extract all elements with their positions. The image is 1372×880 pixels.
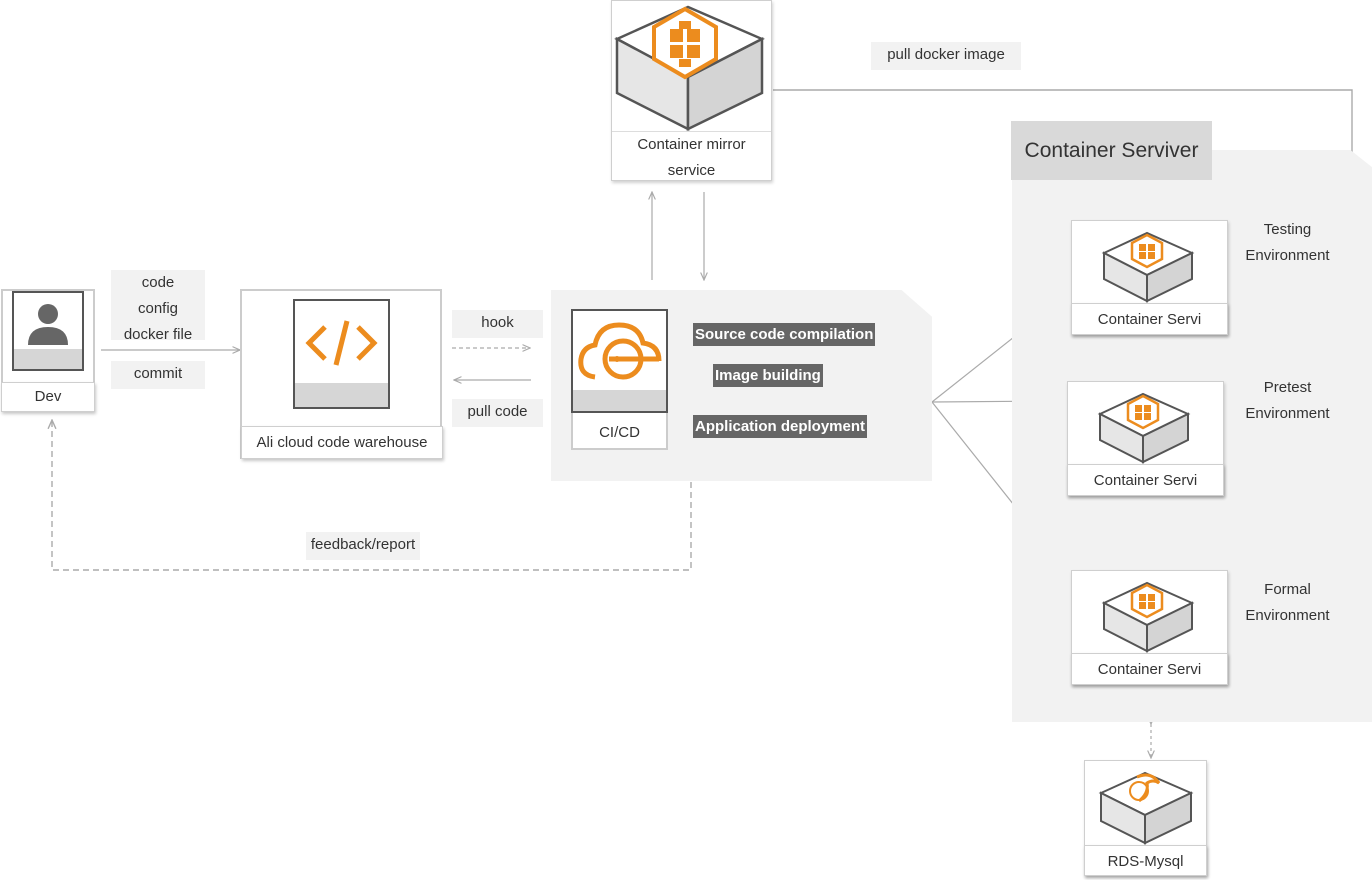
container-server-title: Container Serviver [1011,121,1212,180]
step-source-compilation: Source code compilation [693,323,876,346]
commit-label: commit [111,361,205,389]
commit-contents-note: code config docker file [111,270,205,343]
env-testing-label: Testing Environment [1236,217,1339,269]
rds-mysql-label: RDS-Mysql [1084,845,1207,876]
code-icon [295,320,388,407]
env-pretest-label: Pretest Environment [1236,375,1339,427]
user-icon [14,304,82,369]
mirror-cube-icon [614,5,765,132]
container-server-label: Container Servi [1071,303,1228,335]
hook-label: hook [452,310,543,338]
env-label-line: Formal [1264,581,1311,598]
dev-icon-inner [12,291,84,371]
dev-node[interactable]: Dev [0,289,96,415]
container-server-icon [1101,231,1195,303]
cicd-label: CI/CD [599,424,640,441]
container-server-pretest[interactable]: Container Servi [1067,381,1224,496]
container-server-label: Container Servi [1071,653,1228,685]
container-server-icon [1097,392,1191,464]
mysql-dolphin-icon [1098,771,1194,845]
dev-icon-frame [1,289,95,388]
code-icon-frame [293,299,390,409]
mirror-service-label-line: Container mirror [637,136,746,153]
cicd-cloud-icon [573,322,666,411]
feedback-report-label: feedback/report [306,532,420,560]
dev-label: Dev [1,382,95,412]
code-warehouse-node[interactable]: Ali cloud code warehouse [240,289,443,459]
rds-mysql-node[interactable]: RDS-Mysql [1084,760,1207,876]
step-application-deployment: Application deployment [693,415,868,438]
env-label-line: Environment [1245,607,1330,624]
mirror-service-node[interactable]: Container mirror service [611,0,772,181]
mirror-service-label-line: service [667,162,716,179]
commit-contents-line: code [141,274,175,291]
cicd-icon-frame [571,309,668,413]
commit-contents-line: config [137,300,179,317]
cicd-node[interactable]: CI/CD [571,309,668,450]
container-server-icon [1101,581,1195,653]
container-server-label: Container Servi [1067,464,1224,496]
pull-code-label: pull code [452,399,543,427]
container-server-formal[interactable]: Container Servi [1071,570,1228,685]
env-formal-label: Formal Environment [1236,577,1339,629]
commit-contents-line: docker file [123,326,193,343]
env-label-line: Environment [1245,247,1330,264]
container-server-testing[interactable]: Container Servi [1071,220,1228,335]
env-label-line: Testing [1263,221,1312,238]
env-label-line: Pretest [1263,379,1312,396]
step-image-building: Image building [713,364,823,387]
feedback-line [52,420,692,571]
pull-docker-image-label: pull docker image [871,42,1021,70]
env-label-line: Environment [1245,405,1330,422]
mirror-service-label: Container mirror service [612,131,771,181]
code-warehouse-label: Ali cloud code warehouse [241,426,443,459]
